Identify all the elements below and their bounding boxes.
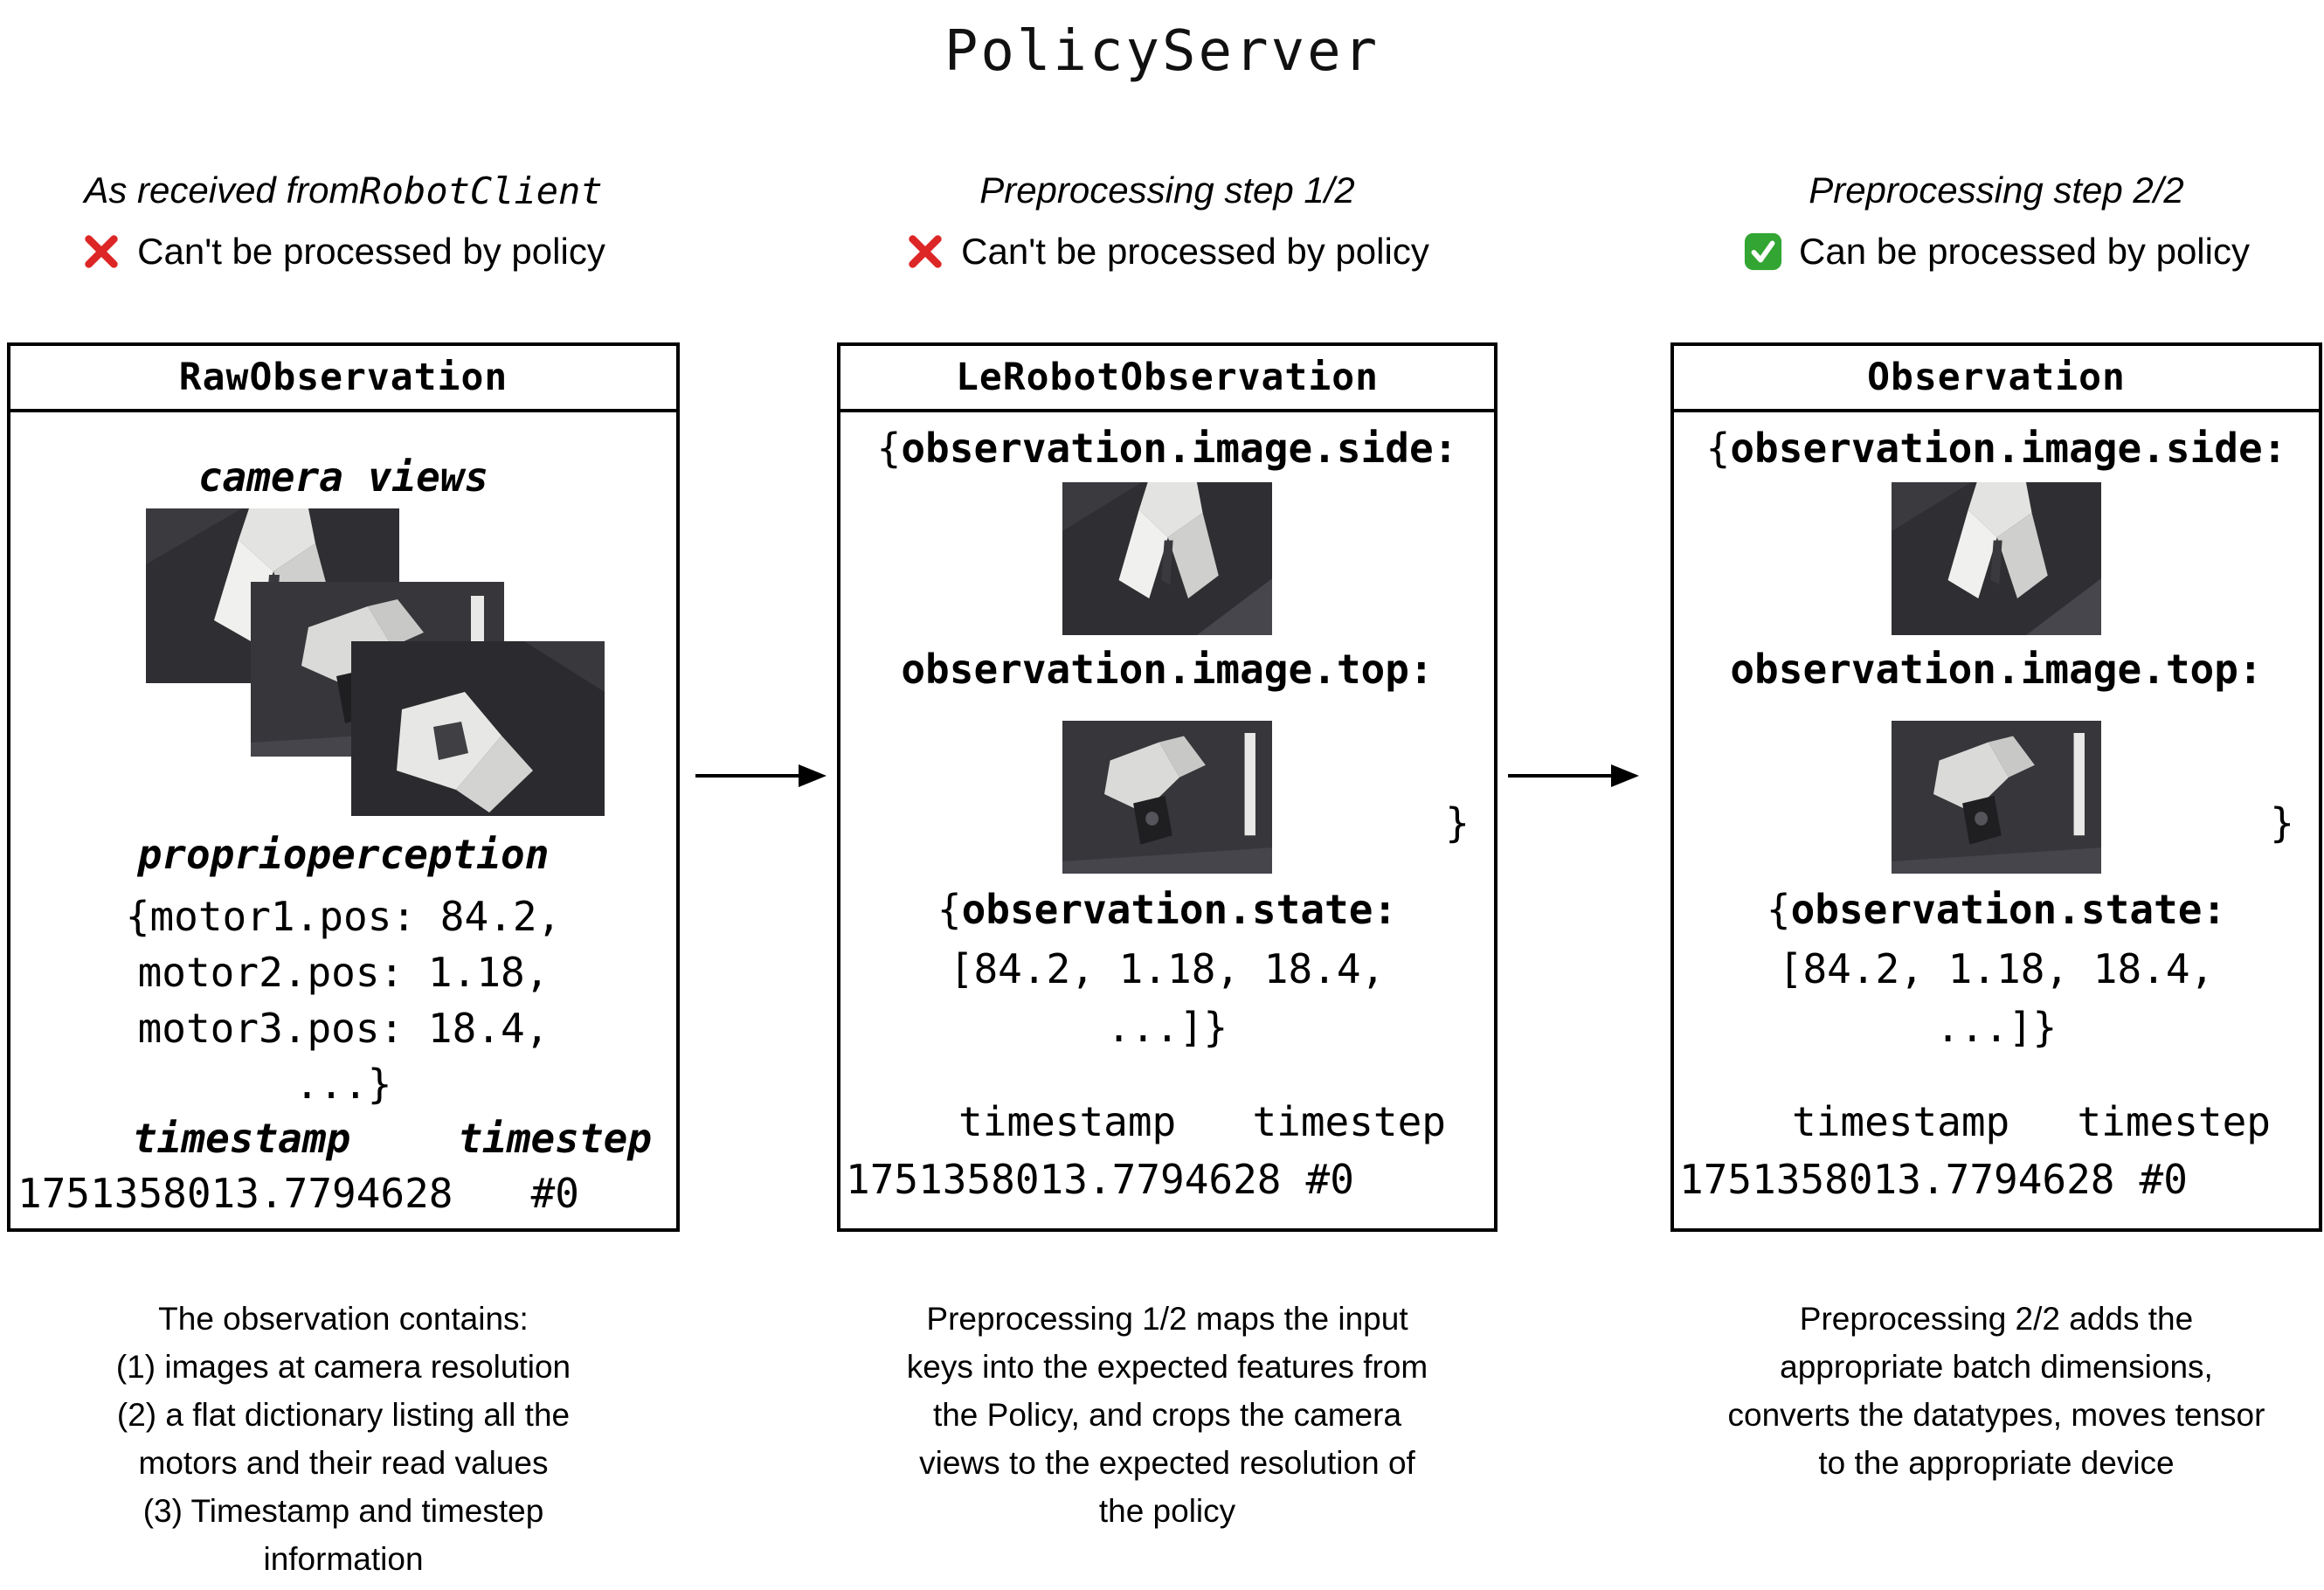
camera-image-top <box>1062 721 1272 874</box>
status-line: Can be processed by policy <box>1670 227 2322 276</box>
camera-views-cascade <box>10 508 676 830</box>
key-text: observation.state: <box>1790 886 2227 933</box>
timestamp-label: timestamp <box>133 1115 351 1162</box>
image-top-key: observation.image.top: <box>1730 646 2263 693</box>
box-title: RawObservation <box>10 346 676 412</box>
motor-line: motor2.pos: 1.18, <box>137 949 550 996</box>
state-values: [84.2, 1.18, 18.4, <box>949 945 1386 992</box>
column-1-header: As received from RobotClient <box>7 166 680 215</box>
status-text: Can be processed by policy <box>1799 231 2250 272</box>
motor-line: ...} <box>294 1061 392 1108</box>
key-text: observation.state: <box>961 886 1398 933</box>
status-line: Can't be processed by policy <box>837 227 1497 276</box>
arrow-right-icon <box>1508 764 1639 787</box>
status-text: Can't be processed by policy <box>137 231 605 272</box>
camera-views-label: camera views <box>197 453 489 501</box>
observation-box: Observation {observation.image.side: obs… <box>1670 342 2322 1232</box>
open-brace: { <box>1766 886 1791 933</box>
timestep-label: timestep <box>1252 1098 1446 1145</box>
header-text: As received from <box>84 169 360 211</box>
timestamp-label: timestamp <box>1792 1098 2010 1145</box>
header-text: Preprocessing step 2/2 <box>1809 169 2184 211</box>
timestamp-timestep-labels: timestamp timestep <box>840 1099 1494 1144</box>
camera-image-side <box>1892 482 2101 635</box>
proprioperception-label: proprioperception <box>137 831 550 878</box>
timestep-label: timestep <box>458 1115 652 1162</box>
state-values: [84.2, 1.18, 18.4, <box>1778 945 2215 992</box>
header-text: Preprocessing step 1/2 <box>979 169 1355 211</box>
state-key: {observation.state: <box>840 887 1494 932</box>
close-brace: } <box>2270 799 2294 847</box>
column-3-header: Preprocessing step 2/2 <box>1670 166 2322 215</box>
status-text: Can't be processed by policy <box>961 231 1429 272</box>
timestamp-timestep-values: 1751358013.7794628 #0 <box>1674 1157 2319 1202</box>
timestamp-timestep-labels: timestamp timestep <box>1674 1099 2319 1144</box>
cross-icon <box>909 235 942 268</box>
column-observation: Preprocessing step 2/2 Can be processed … <box>1670 166 2322 1487</box>
state-end: ...]} <box>1935 1004 2058 1051</box>
timestamp-value: 1751358013.7794628 <box>1679 1156 2115 1203</box>
timestep-value: #0 <box>1305 1156 1354 1203</box>
open-brace: { <box>937 886 962 933</box>
camera-image-top <box>1892 721 2101 874</box>
timestep-label: timestep <box>2077 1098 2271 1145</box>
column-raw-observation: As received from RobotClient Can't be pr… <box>7 166 680 1583</box>
lerobot-observation-box: LeRobotObservation {observation.image.si… <box>837 342 1497 1232</box>
box-body: camera views <box>10 412 676 1228</box>
timestamp-timestep-values: 1751358013.7794628 #0 <box>10 1171 676 1216</box>
status-line: Can't be processed by policy <box>7 227 680 276</box>
timestamp-value: 1751358013.7794628 <box>17 1170 453 1217</box>
cross-icon <box>85 235 118 268</box>
box-title: Observation <box>1674 346 2319 412</box>
timestamp-timestep-labels: timestamp timestep <box>10 1116 676 1161</box>
arrow-right-icon <box>695 764 827 787</box>
motor-line: {motor1.pos: 84.2, <box>125 893 562 940</box>
column-lerobot-observation: Preprocessing step 1/2 Can't be processe… <box>837 166 1497 1535</box>
header-code: RobotClient <box>359 169 603 212</box>
box-body: {observation.image.side: observation.ima… <box>840 412 1494 1228</box>
column-2-header: Preprocessing step 1/2 <box>837 166 1497 215</box>
open-brace: { <box>876 425 902 472</box>
image-side-key: {observation.image.side: <box>1674 425 2319 471</box>
box-body: {observation.image.side: observation.ima… <box>1674 412 2319 1228</box>
timestep-value: #0 <box>530 1170 579 1217</box>
open-brace: { <box>1705 425 1731 472</box>
key-text: observation.image.side: <box>1730 425 2287 472</box>
box-title: LeRobotObservation <box>840 346 1494 412</box>
timestamp-value: 1751358013.7794628 <box>846 1156 1282 1203</box>
key-text: observation.image.side: <box>901 425 1458 472</box>
close-brace: } <box>1445 799 1470 847</box>
column-3-caption: Preprocessing 2/2 adds the appropriate b… <box>1727 1301 2265 1481</box>
camera-image-side <box>1062 482 1272 635</box>
timestamp-label: timestamp <box>958 1098 1177 1145</box>
motor-line: motor3.pos: 18.4, <box>137 1005 550 1052</box>
raw-observation-box: RawObservation camera views <box>7 342 680 1232</box>
check-icon <box>1744 232 1782 271</box>
column-2-caption: Preprocessing 1/2 maps the input keys in… <box>906 1301 1428 1529</box>
state-end: ...]} <box>1106 1004 1228 1051</box>
timestamp-timestep-values: 1751358013.7794628 #0 <box>840 1157 1494 1202</box>
camera-image-3 <box>351 641 605 816</box>
timestep-value: #0 <box>2139 1156 2188 1203</box>
state-key: {observation.state: <box>1674 887 2319 932</box>
column-1-caption: The observation contains: (1) images at … <box>115 1301 571 1577</box>
image-top-key: observation.image.top: <box>901 646 1434 693</box>
page-title: PolicyServer <box>944 19 1380 84</box>
image-side-key: {observation.image.side: <box>840 425 1494 471</box>
